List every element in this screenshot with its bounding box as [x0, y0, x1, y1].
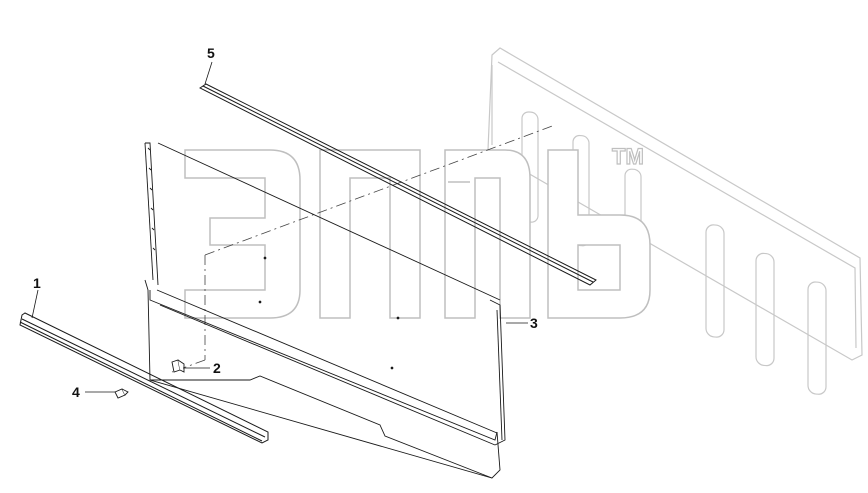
screw-part-4: [114, 388, 129, 399]
rear-wall-panel: [487, 47, 863, 395]
top-strip-part-5: [199, 83, 597, 286]
watermark-trademark: TM: [612, 144, 644, 169]
lower-rail-part-1: [19, 312, 269, 444]
callout-5: 5: [207, 45, 215, 61]
callout-3: 3: [530, 315, 538, 331]
callout-4: 4: [72, 384, 80, 400]
callout-2: 2: [213, 360, 221, 376]
clip-part-2: [171, 359, 185, 373]
watermark-logo: [184, 149, 651, 319]
callout-1: 1: [33, 275, 41, 291]
main-panel-part-3: [144, 142, 506, 479]
leader-lines: [31, 61, 528, 393]
